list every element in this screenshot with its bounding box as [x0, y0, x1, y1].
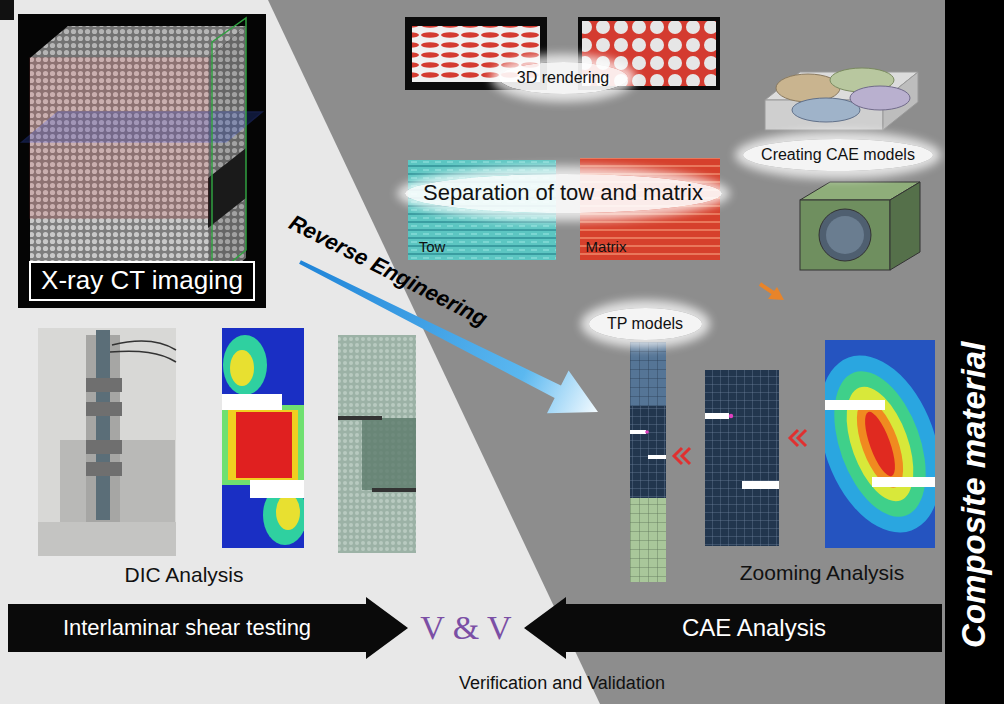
fixture-photo-part [112, 341, 176, 350]
fixture-photo-part [38, 328, 176, 556]
contour-panel-part [825, 340, 935, 548]
node-text: X-ray CT imaging [41, 265, 243, 296]
contour-panel-part [825, 400, 885, 410]
small-arrow-part [760, 284, 775, 294]
ct-image-part [18, 14, 266, 308]
small-arrow [760, 284, 784, 300]
zoom-mesh-panel-part [705, 370, 779, 546]
arrow-shape-fill [524, 597, 942, 659]
dic-strain-map-part [230, 350, 254, 386]
dic-strain-map [222, 328, 304, 548]
tp-model-column-part [630, 498, 666, 582]
specimen-photo-part [338, 416, 382, 420]
node-text: Composite material [954, 342, 994, 648]
contour-panel [825, 340, 935, 548]
contour-panel-part [859, 409, 901, 480]
cae-cube [800, 182, 920, 270]
cae-unit-cell [765, 68, 918, 130]
node-text: CAE Analysis [682, 614, 826, 643]
arrow-band: CAE Analysis [524, 597, 942, 659]
caption: Verification and Validation [459, 673, 665, 695]
zoom-chevrons [674, 430, 806, 464]
node-text: Creating CAE models [761, 145, 915, 164]
small-arrow-part [768, 287, 784, 300]
tp-model-column [630, 342, 666, 582]
node-text: 3D rendering [517, 68, 610, 87]
zoom-chevrons-part [674, 448, 690, 464]
zoom-mesh-panel-part [705, 413, 729, 419]
tp-model-column-part [630, 406, 666, 498]
node-text: Interlaminar shear testing [63, 615, 311, 641]
image-label: Matrix [586, 238, 627, 256]
dic-strain-map-part [250, 480, 304, 498]
zoom-mesh-panel [705, 370, 779, 546]
fixture-photo-part [110, 351, 176, 362]
ct-image-part [22, 112, 262, 142]
dic-strain-map-part [236, 412, 292, 478]
tp-model-column-part [630, 342, 666, 406]
zoom-chevrons-part [790, 430, 806, 446]
node-text: Separation of tow and matrix [423, 180, 703, 206]
tp-model-column-part [648, 455, 666, 459]
contour-panel-part [825, 359, 935, 529]
panel-caption: DIC Analysis [124, 562, 243, 587]
cae-cube-part [819, 209, 871, 261]
dic-strain-map-part [276, 494, 300, 530]
arrow-shape-fill [8, 597, 408, 659]
contour-panel-part [833, 378, 927, 510]
fixture-photo-part [86, 462, 122, 476]
fixture-photo [38, 328, 176, 556]
ct-image [18, 14, 266, 308]
node-text: TP models [607, 314, 683, 333]
zoom-mesh-panel-part [729, 414, 733, 418]
dic-strain-map-part [228, 410, 298, 480]
fixture-photo-part [86, 378, 122, 392]
ct-image-part [212, 18, 246, 278]
background-part [268, 0, 945, 704]
panel-caption: Zooming Analysis [740, 560, 905, 585]
glow-label: 3D rendering [499, 62, 628, 94]
cae-unit-cell-part [850, 86, 910, 110]
contour-panel-part [872, 477, 935, 487]
fixture-photo-part [86, 402, 122, 416]
cae-unit-cell-part [792, 98, 860, 122]
image-label: Tow [419, 238, 446, 256]
glow-label: TP models [589, 308, 702, 340]
vv-mark: V & V [420, 608, 511, 649]
cae-cube-part [826, 216, 864, 254]
reverse-engineering-arrow [299, 260, 598, 413]
arrow-band: Interlaminar shear testing [8, 597, 408, 659]
dic-strain-map-part [222, 405, 304, 485]
side-band: Composite material [945, 0, 1004, 704]
glow-label: Separation of tow and matrix [405, 174, 722, 213]
render-images [405, 17, 720, 90]
fixture-photo-part [96, 330, 110, 520]
specimen-photo-part [338, 335, 416, 553]
zoom-mesh-panel-part [742, 481, 779, 489]
reverse-engineering-arrow-part [299, 260, 598, 413]
fixture-photo-part [86, 440, 122, 454]
tp-model-column-part [630, 430, 646, 434]
tp-model-column-part [645, 430, 649, 434]
ct-image-part [30, 58, 208, 290]
cae-cube-part [800, 200, 890, 270]
ct-image-part [208, 26, 246, 290]
ct-image-part [30, 26, 246, 58]
caption-box: X-ray CT imaging [29, 261, 255, 301]
background-part [0, 0, 14, 20]
specimen-photo-part [362, 418, 416, 490]
glow-label: Creating CAE models [743, 139, 933, 171]
cae-cube-part [890, 182, 920, 270]
fixture-photo-part [38, 522, 176, 556]
dic-strain-map-part [223, 335, 267, 395]
ct-image-part [208, 148, 246, 228]
specimen-photo [338, 335, 416, 553]
dic-strain-map-part [222, 394, 282, 410]
specimen-photo-part [372, 488, 416, 492]
